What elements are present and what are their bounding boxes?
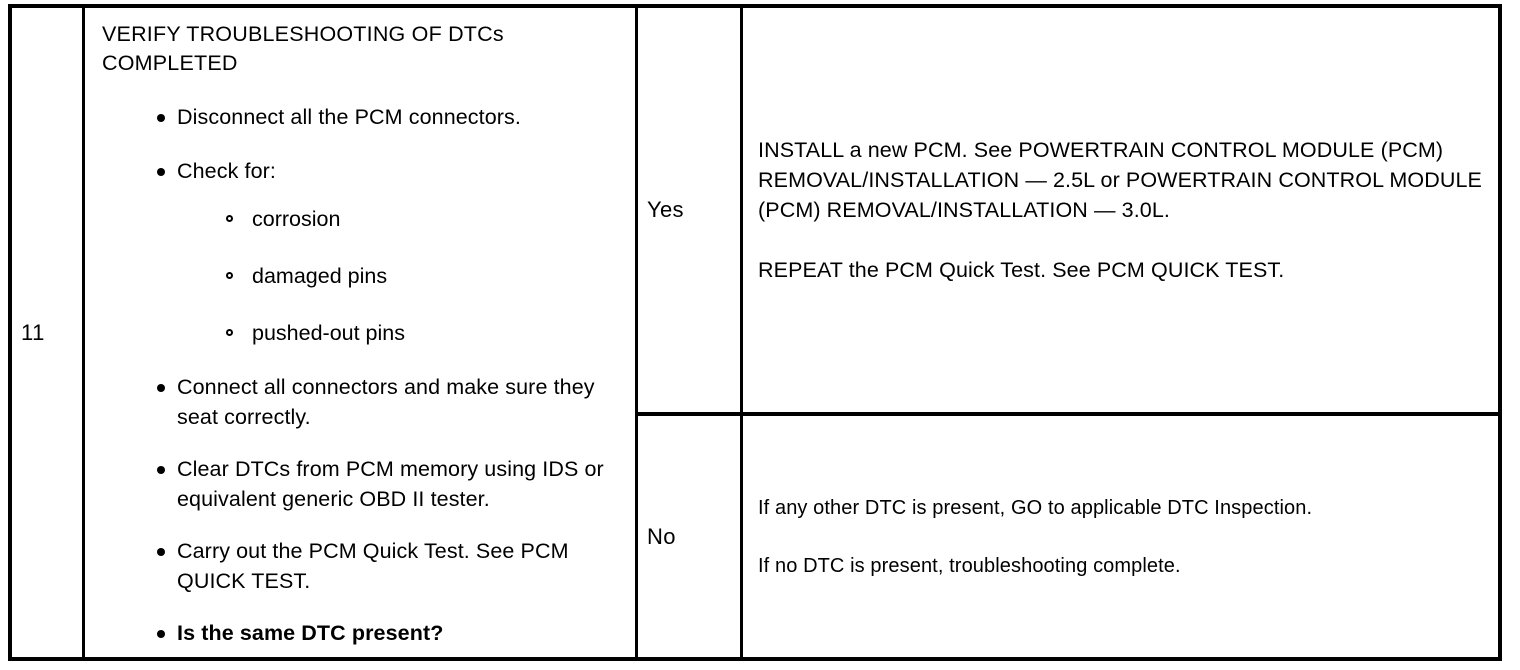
result-detail-cell-no: If any other DTC is present, GO to appli…: [743, 416, 1498, 657]
action-sub-bullet-list: corrosion damaged pins pushed-out pins: [102, 204, 629, 348]
detail-paragraph: INSTALL a new PCM. See POWERTRAIN CONTRO…: [758, 138, 1482, 222]
list-item: Is the same DTC present?: [102, 618, 629, 648]
list-item: Carry out the PCM Quick Test. See PCM QU…: [102, 536, 629, 596]
result-label-cell-no: No: [638, 416, 740, 657]
list-item: Disconnect all the PCM connectors.: [102, 102, 629, 132]
action-bullet-list-continued: Connect all connectors and make sure the…: [102, 372, 629, 648]
detail-paragraph: If any other DTC is present, GO to appli…: [758, 496, 1313, 519]
row-divider-yes-no: [635, 412, 1498, 416]
diagnostic-step-table: 11 VERIFY TROUBLESHOOTING OF DTCs COMPLE…: [8, 4, 1502, 661]
list-item: damaged pins: [102, 261, 629, 291]
column-divider-detail: [740, 8, 743, 657]
list-item: Check for:: [102, 156, 629, 186]
result-label-cell-yes: Yes: [638, 8, 740, 412]
list-item: pushed-out pins: [102, 318, 629, 348]
step-number-cell: 11: [12, 8, 82, 657]
step-number: 11: [21, 319, 45, 345]
list-item: corrosion: [102, 204, 629, 234]
list-item: Clear DTCs from PCM memory using IDS or …: [102, 454, 629, 514]
detail-paragraph: If no DTC is present, troubleshooting co…: [758, 554, 1181, 577]
result-label-yes: Yes: [647, 197, 684, 222]
action-bullet-list: Disconnect all the PCM connectors. Check…: [102, 102, 629, 186]
result-detail-cell-yes: INSTALL a new PCM. See POWERTRAIN CONTRO…: [743, 8, 1498, 412]
list-item: Connect all connectors and make sure the…: [102, 372, 629, 432]
result-label-no: No: [647, 523, 676, 549]
column-divider-result: [635, 8, 638, 657]
action-title: VERIFY TROUBLESHOOTING OF DTCs COMPLETED: [102, 22, 504, 75]
action-cell: VERIFY TROUBLESHOOTING OF DTCs COMPLETED…: [85, 8, 635, 657]
detail-paragraph: REPEAT the PCM Quick Test. See PCM QUICK…: [758, 258, 1285, 282]
column-divider-step: [82, 8, 85, 657]
